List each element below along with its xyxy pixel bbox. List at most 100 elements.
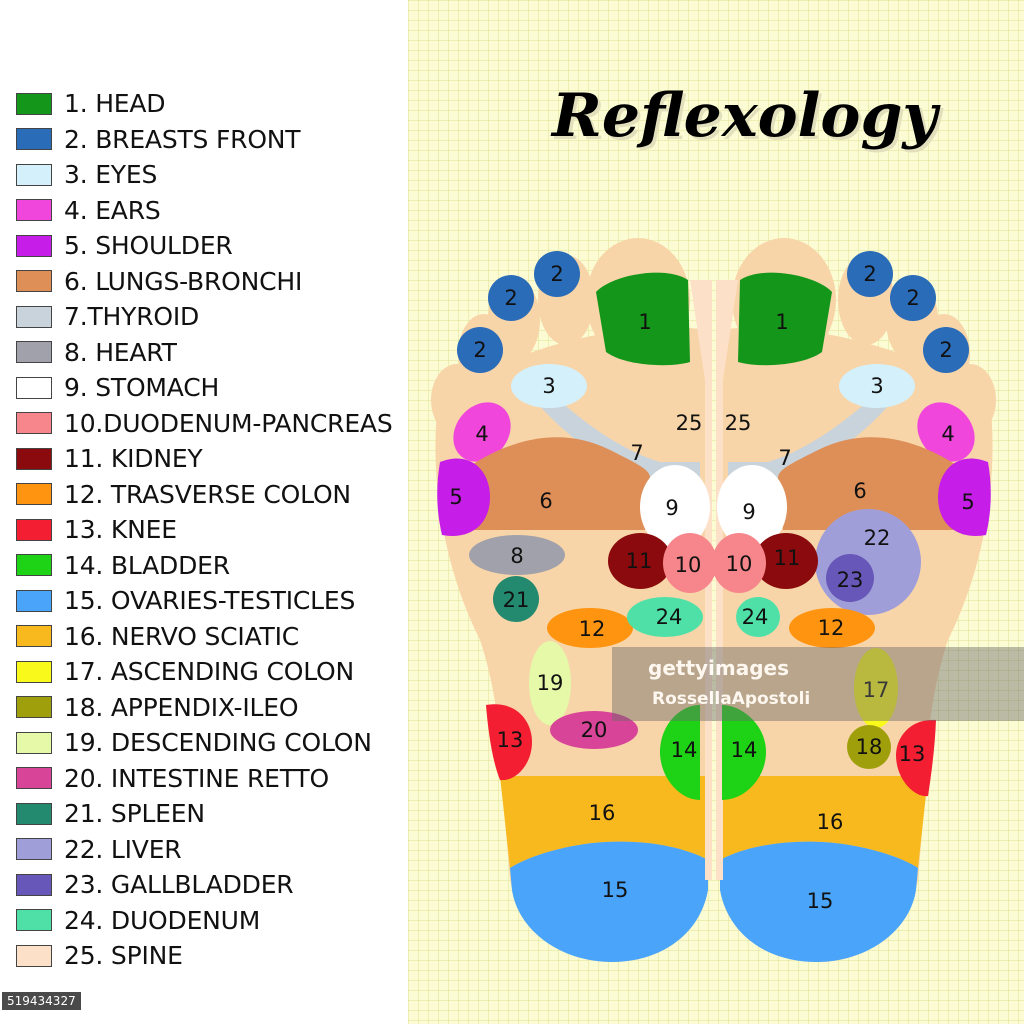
zone-12-left (547, 608, 633, 648)
legend-item: 3. EYES (16, 157, 393, 193)
title-group: Reflexology Reflexology (550, 81, 944, 154)
zone-label-left: 3 (542, 374, 555, 398)
zone-label-left: 25 (676, 411, 703, 435)
watermark-band (612, 647, 1024, 721)
legend-swatch (16, 483, 52, 506)
legend-item: 18. APPENDIX-ILEO (16, 690, 393, 726)
zone-label-left: 2 (504, 286, 517, 310)
zone-label-left: 13 (497, 728, 524, 752)
zone-1-left (596, 272, 690, 366)
legend-swatch (16, 447, 52, 470)
zone-2c-left (457, 327, 503, 373)
legend-label: 23. GALLBLADDER (64, 870, 294, 900)
legend-label: 21. SPLEEN (64, 799, 205, 829)
legend-item: 19. DESCENDING COLON (16, 725, 393, 761)
zone-label-right: 11 (774, 546, 801, 570)
zone-label-left: 24 (656, 605, 683, 629)
watermark-credit: RossellaApostoli (652, 689, 810, 709)
legend-label: 1. HEAD (64, 89, 166, 119)
legend-item: 6. LUNGS-BRONCHI (16, 264, 393, 300)
legend-swatch (16, 554, 52, 577)
zone-23-right (826, 554, 874, 602)
zone-label-left: 9 (665, 496, 678, 520)
zone-label-right: 2 (863, 262, 876, 286)
legend-item: 13. KNEE (16, 512, 393, 548)
legend-label: 19. DESCENDING COLON (64, 728, 372, 758)
zone-label-left: 2 (473, 338, 486, 362)
zone-label-left: 8 (510, 544, 523, 568)
zone-10-left (663, 533, 717, 593)
zone-label-left: 10 (675, 553, 702, 577)
zone-label-left: 4 (475, 422, 488, 446)
legend-label: 11. KIDNEY (64, 444, 203, 474)
zone-label-right: 1 (775, 310, 788, 334)
zone-label-right: 9 (742, 500, 755, 524)
diagram-panel: Reflexology Reflexology (408, 0, 1024, 1024)
legend-label: 16. NERVO SCIATIC (64, 621, 300, 651)
legend-item: 22. LIVER (16, 832, 393, 868)
legend-swatch (16, 270, 52, 293)
legend-swatch (16, 92, 52, 115)
left-foot (431, 238, 717, 962)
legend-label: 20. INTESTINE RETTO (64, 763, 329, 793)
legend-item: 14. BLADDER (16, 548, 393, 584)
legend-swatch (16, 696, 52, 719)
legend-item: 4. EARS (16, 193, 393, 229)
watermark-brand: gettyimages (648, 656, 789, 680)
zone-label-right: 2 (939, 338, 952, 362)
legend-label: 4. EARS (64, 195, 161, 225)
legend-label: 25. SPINE (64, 941, 183, 971)
zone-9-right (717, 465, 787, 549)
zone-17-right (854, 648, 898, 728)
image-id-badge: 519434327 (2, 992, 81, 1010)
zone-25-right (716, 280, 738, 880)
zone-label-left: 1 (638, 310, 651, 334)
legend-item: 12. TRASVERSE COLON (16, 477, 393, 513)
zone-label-left: 20 (581, 718, 608, 742)
legend-item: 21. SPLEEN (16, 796, 393, 832)
legend-swatch (16, 838, 52, 861)
zone-6-left (470, 437, 650, 530)
zone-label-left: 21 (503, 588, 530, 612)
legend-swatch (16, 412, 52, 435)
legend-swatch (16, 909, 52, 932)
legend-swatch (16, 802, 52, 825)
zone-5-left (437, 458, 490, 536)
legend-swatch (16, 625, 52, 648)
zone-label-right: 3 (870, 374, 883, 398)
legend-swatch (16, 163, 52, 186)
zone-13-right (896, 719, 936, 797)
zone-2b-right (890, 275, 936, 321)
legend-item: 1. HEAD (16, 86, 393, 122)
zone-25-left (690, 280, 712, 880)
right-foot (712, 238, 996, 962)
zone-label-right: 10 (726, 552, 753, 576)
zone-24-left (627, 597, 703, 637)
legend-item: 11. KIDNEY (16, 441, 393, 477)
legend-label: 17. ASCENDING COLON (64, 657, 355, 687)
legend-label: 9. STOMACH (64, 373, 220, 403)
legend-item: 5. SHOULDER (16, 228, 393, 264)
legend-swatch (16, 589, 52, 612)
title-shadow: Reflexology (553, 84, 944, 154)
legend-item: 25. SPINE (16, 938, 393, 974)
zone-11-right (754, 533, 818, 589)
legend-label: 3. EYES (64, 160, 158, 190)
legend-label: 18. APPENDIX-ILEO (64, 692, 299, 722)
legend-item: 23. GALLBLADDER (16, 867, 393, 903)
legend-swatch (16, 944, 52, 967)
legend-item: 17. ASCENDING COLON (16, 654, 393, 690)
zone-label-left: 16 (589, 801, 616, 825)
zone-label-right: 15 (807, 889, 834, 913)
zone-15-right (720, 841, 918, 962)
zone-label-right: 7 (778, 446, 791, 470)
zone-4-left (453, 402, 511, 462)
zone-label-right: 13 (899, 742, 926, 766)
zone-11-left (608, 533, 672, 589)
zone-14-right (722, 705, 766, 800)
zone-21-left (493, 576, 539, 622)
legend-label: 15. OVARIES-TESTICLES (64, 586, 356, 616)
legend-item: 16. NERVO SCIATIC (16, 619, 393, 655)
